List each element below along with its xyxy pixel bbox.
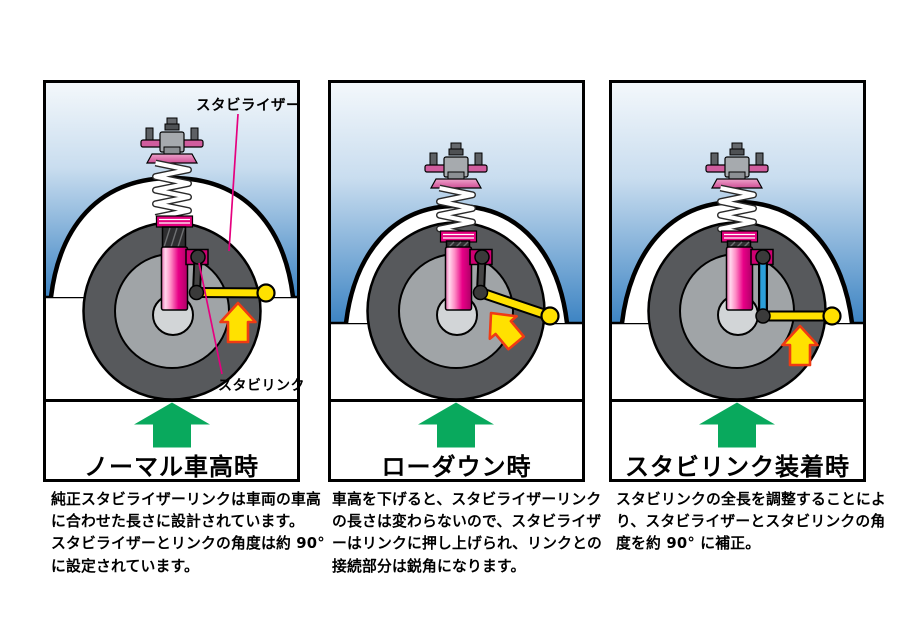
description-line: 度を約 90° に補正。 — [616, 535, 761, 553]
panel-title-lowered: ローダウン時 — [381, 453, 532, 481]
panel-border — [328, 80, 585, 482]
description-line: 接続部分は鋭角になります。 — [332, 557, 526, 575]
strut-body — [444, 246, 473, 311]
description-line: 純正スタビライザーリンクは車両の車高 — [51, 491, 321, 508]
coil-spring-strand — [153, 160, 191, 220]
strut-top-mount — [140, 117, 204, 164]
description-line: スタビリンクの全長を調整することによ — [616, 491, 886, 508]
panel-stabilink-installed — [609, 80, 866, 482]
description-stabilink-installed: スタビリンクの全長を調整することによ り、スタビライザーとスタビリンクの角 度を… — [616, 489, 886, 556]
panel-title-stabilink-installed: スタビリンク装着時 — [625, 453, 850, 481]
stabilink-adjustable — [755, 249, 771, 316]
force-arrow — [488, 311, 526, 351]
callout-leader-line — [228, 113, 239, 252]
description-lowered: 車高を下げると、スタビライザーリンク の長さは変わらないので、スタビライザ ーは… — [332, 489, 602, 578]
stabilizer-label: スタビライザー — [196, 98, 301, 114]
callout-leader-line — [198, 262, 223, 375]
coil-spring-strand — [718, 185, 756, 238]
force-arrow — [781, 324, 819, 367]
stabilizer-bar — [196, 283, 276, 303]
link-ball-joint-lower — [472, 284, 489, 301]
description-line: スタビライザーとリンクの角度は約 90° — [51, 535, 325, 553]
panel-border — [609, 80, 866, 482]
panel-normal-height — [43, 80, 300, 482]
link-ball-joint-lower — [188, 284, 205, 301]
link-ball-joint-upper — [755, 249, 771, 265]
link-ball-joint-lower — [755, 308, 771, 324]
description-line: に設定されています。 — [51, 557, 200, 575]
stabilizer-bar-end-ball — [540, 306, 560, 326]
stabilizer-bar — [478, 287, 560, 326]
road-force-arrow — [699, 402, 775, 448]
force-arrow — [219, 301, 257, 344]
damper-upper — [161, 226, 187, 249]
stabilizer-bar-end-ball — [822, 306, 842, 326]
strut-body — [160, 246, 189, 311]
panel-border — [43, 80, 300, 482]
panel-lowered — [328, 80, 585, 482]
strut-top-mount — [705, 142, 769, 189]
description-line: り、スタビライザーとスタビリンクの角 — [616, 513, 886, 531]
coil-spring-strand — [437, 185, 475, 238]
description-line: ーはリンクに押し上げられ、リンクとの — [332, 535, 602, 553]
road-force-arrow — [134, 402, 210, 448]
description-line: の長さは変わらないので、スタビライザ — [332, 513, 602, 531]
link-ball-joint-upper — [190, 249, 206, 265]
road-force-arrow — [418, 402, 494, 448]
strut-body — [725, 246, 754, 311]
spring-seat-collar — [155, 215, 194, 228]
stabilizer-bar-end-ball — [256, 283, 276, 303]
link-ball-joint-upper — [474, 249, 490, 265]
description-line: 車高を下げると、スタビライザーリンク — [332, 491, 602, 508]
description-normal-height: 純正スタビライザーリンクは車両の車高 に合わせた長さに設計されています。 スタビ… — [51, 489, 325, 578]
stabilink-label: スタビリンク — [218, 378, 305, 394]
description-line: に合わせた長さに設計されています。 — [51, 513, 305, 531]
stabilizer-bar — [763, 306, 842, 326]
panel-title-normal-height: ノーマル車高時 — [84, 453, 259, 481]
